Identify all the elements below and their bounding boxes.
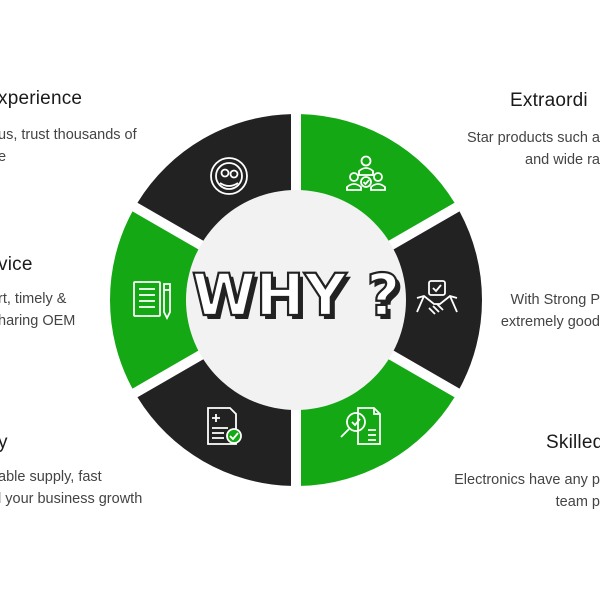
handshake-icon — [416, 280, 458, 315]
skilled-title: Skilled — [546, 432, 600, 453]
service-desc-line-2: haring OEM — [0, 313, 76, 329]
supply-title: y — [0, 432, 8, 453]
skilled-desc-line-2: team p — [555, 494, 600, 510]
ring-segment-supply — [109, 211, 208, 389]
service-title: vice — [0, 254, 33, 275]
service-block: vice rt, timely & haring OEM — [0, 254, 75, 332]
documents-pen-icon — [133, 281, 171, 321]
ring-segment-partnership — [301, 354, 455, 486]
extraordinary-desc-line-1: Star products such a — [467, 130, 600, 146]
partnership-desc: With Strong P extremely good — [501, 289, 600, 333]
center-circle — [186, 190, 406, 410]
partnership-desc-line-1: With Strong P — [510, 292, 600, 308]
experience-title: xperience — [0, 88, 83, 109]
ring-segment-extraordinary — [384, 211, 483, 389]
service-desc-line-1: rt, timely & — [0, 291, 67, 307]
center-label: WHY ? — [192, 261, 400, 329]
experience-block: xperience us, trust thousands of e — [0, 88, 137, 168]
document-search-icon — [340, 407, 381, 445]
ring-segment-skilled — [137, 354, 291, 486]
smiley-faces-icon — [210, 157, 248, 195]
skilled-title-wrap: Skilled — [546, 432, 600, 454]
ring-segment-experience — [301, 114, 455, 246]
supply-desc-line-1: able supply, fast — [0, 469, 102, 485]
extraordinary-desc: Star products such a and wide ra — [467, 127, 600, 171]
skilled-desc: Electronics have any p team p — [454, 469, 600, 513]
extraordinary-title: Extraordi — [510, 90, 588, 111]
partnership-desc-line-2: extremely good — [500, 314, 600, 330]
experience-desc-line-1: us, trust thousands of — [0, 127, 137, 143]
supply-block: y able supply, fast l your business grow… — [0, 432, 142, 510]
extraordinary-desc-line-2: and wide ra — [525, 152, 600, 168]
skilled-desc-line-1: Electronics have any p — [454, 472, 600, 488]
team-people-icon — [346, 155, 386, 191]
center-label-shadow: WHY ? — [196, 265, 404, 333]
experience-desc-line-2: e — [0, 149, 7, 165]
checklist-document-icon — [207, 407, 242, 445]
extraordinary-title-wrap: Extraordi — [510, 90, 588, 112]
ring-segment-service — [137, 114, 291, 246]
supply-desc-line-2: l your business growth — [0, 491, 143, 507]
